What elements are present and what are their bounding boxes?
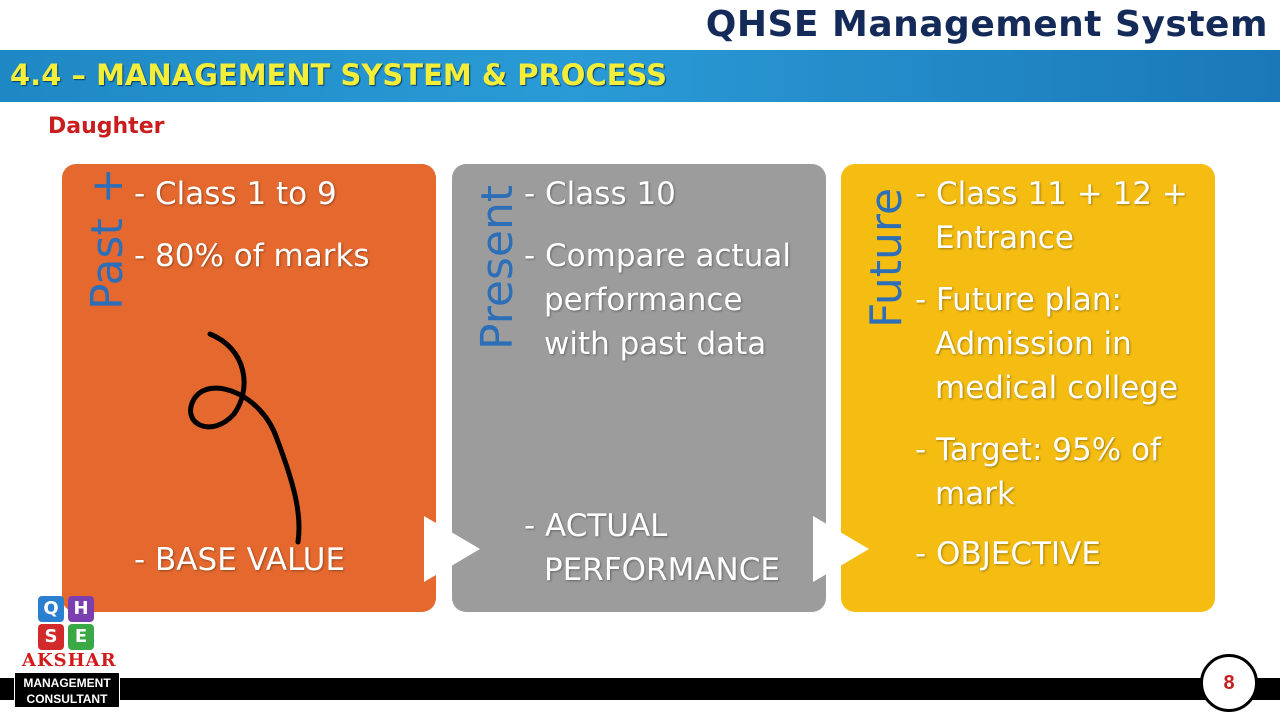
page-number: 8: [1223, 672, 1235, 694]
subject-label: Daughter: [48, 114, 165, 139]
future-line-3: - Target: 95% of mark: [915, 428, 1161, 516]
arrow-present-to-future-icon: [813, 516, 869, 582]
future-line-2: - Future plan: Admission in medical coll…: [915, 278, 1178, 410]
footer-bar: [0, 678, 1280, 700]
present-label: Present: [472, 184, 523, 350]
section-header-bar: 4.4 – MANAGEMENT SYSTEM & PROCESS: [0, 50, 1280, 102]
future-bottom: - OBJECTIVE: [915, 536, 1101, 572]
future-line-2-a: - Future plan:: [915, 282, 1122, 318]
future-line-2-c: medical college: [935, 370, 1179, 406]
past-line-2: - 80% of marks: [134, 238, 370, 274]
future-panel: Future - Class 11 + 12 + Entrance - Futu…: [841, 164, 1215, 612]
future-label: Future: [861, 187, 912, 328]
present-panel: Present - Class 10 - Compare actual perf…: [452, 164, 826, 612]
present-line-2-c: with past data: [544, 326, 767, 362]
present-bottom: - ACTUAL PERFORMANCE: [524, 504, 780, 592]
past-line-1: - Class 1 to 9: [134, 176, 337, 212]
handwritten-annotation: [188, 331, 302, 545]
logo-tile-s: S: [38, 624, 64, 650]
logo-tile-h: H: [68, 596, 94, 622]
section-title: 4.4 – MANAGEMENT SYSTEM & PROCESS: [10, 58, 668, 92]
arrow-past-to-present-icon: [424, 516, 480, 582]
present-line-1: - Class 10: [524, 176, 676, 212]
present-line-2: - Compare actual performance with past d…: [524, 234, 791, 366]
logo-name: AKSHAR: [22, 650, 117, 671]
page-number-badge: 8: [1200, 654, 1258, 712]
logo-tile-q: Q: [38, 596, 64, 622]
present-bottom-a: - ACTUAL: [524, 508, 668, 544]
past-bottom: - BASE VALUE: [134, 542, 346, 578]
present-bottom-b: PERFORMANCE: [544, 552, 780, 588]
future-line-2-b: Admission in: [935, 326, 1132, 362]
present-line-2-a: - Compare actual: [524, 238, 791, 274]
logo-line-1: MANAGEMENT: [23, 676, 111, 690]
brand-title: QHSE Management System: [705, 4, 1268, 45]
akshar-logo: Q H S E AKSHAR MANAGEMENT CONSULTANT: [14, 596, 120, 708]
past-panel: Past + - Class 1 to 9 - 80% of marks - B…: [62, 164, 436, 612]
logo-subtitle: MANAGEMENT CONSULTANT: [14, 672, 120, 708]
future-line-1-a: - Class 11 + 12 +: [915, 176, 1188, 212]
logo-tile-e: E: [68, 624, 94, 650]
logo-line-2: CONSULTANT: [26, 692, 108, 706]
present-line-2-b: performance: [544, 282, 743, 318]
future-line-1: - Class 11 + 12 + Entrance: [915, 172, 1188, 260]
future-line-1-b: Entrance: [935, 220, 1074, 256]
future-line-3-b: mark: [935, 476, 1015, 512]
future-line-3-a: - Target: 95% of: [915, 432, 1161, 468]
